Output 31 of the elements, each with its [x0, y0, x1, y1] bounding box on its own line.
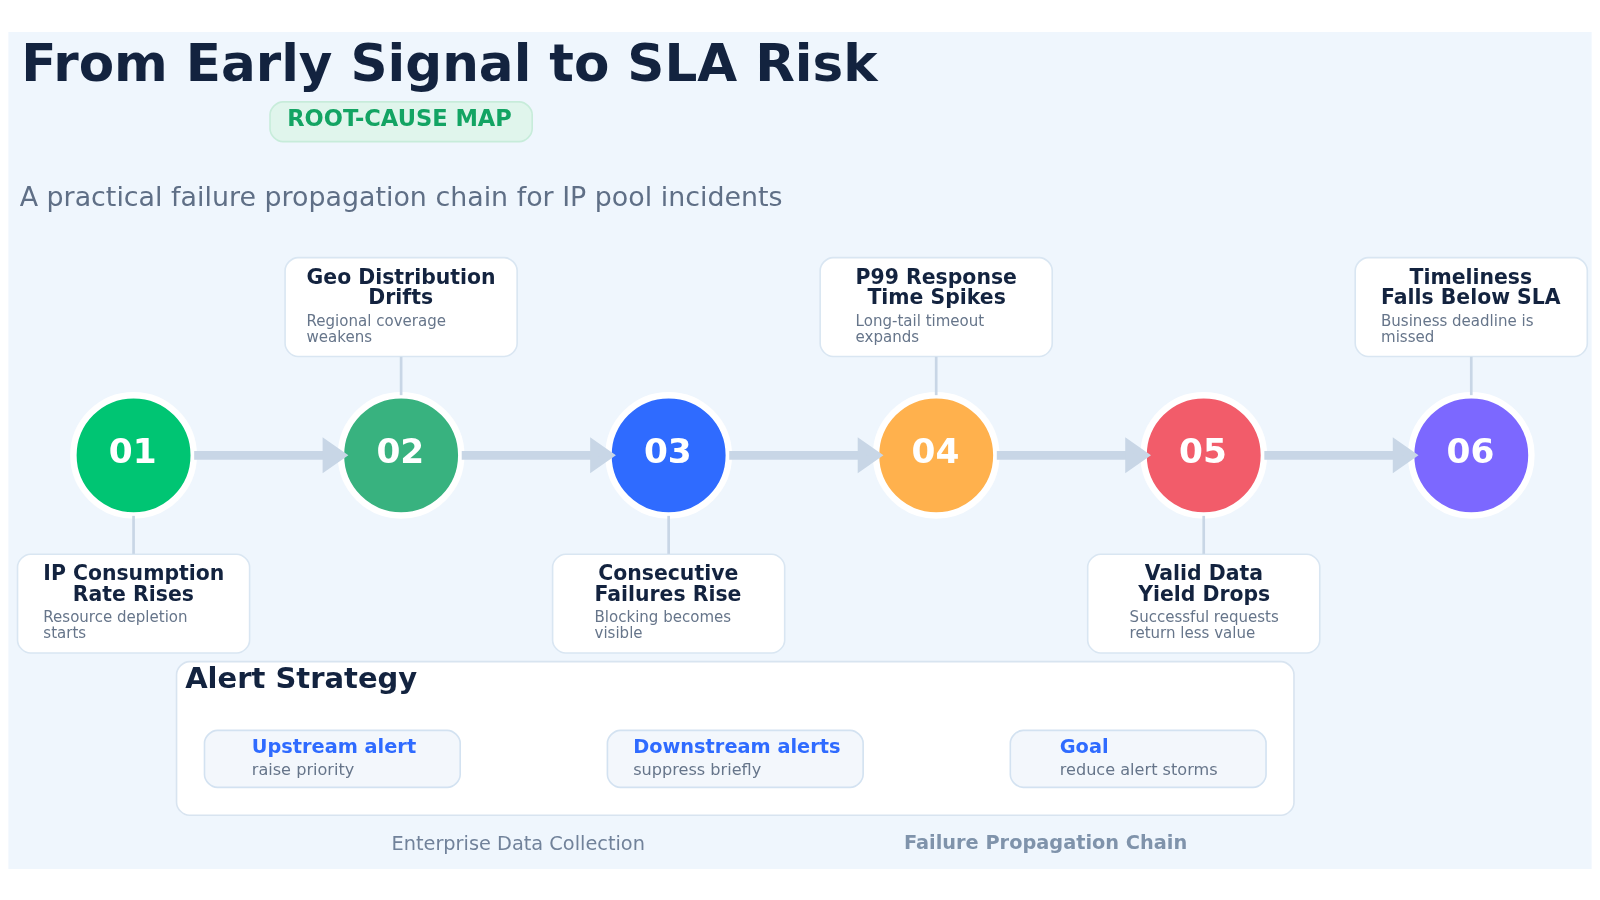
- arrow: [461, 436, 616, 473]
- node-box: Timeliness Falls Below SLA Business deadline is missed: [1354, 256, 1589, 357]
- node-box: Geo Distribution Drifts Regional coverage weakens: [284, 256, 518, 357]
- label: Enterprise Data Collection: [391, 831, 645, 855]
- arrow: [996, 436, 1151, 473]
- connector: [1469, 356, 1473, 395]
- node-box: P99 Response Time Spikes Long-tail timeout expands: [819, 256, 1054, 357]
- node-box: Consecutive Failures Rise Blocking becomes visible: [551, 552, 786, 654]
- connector: [934, 356, 938, 395]
- arrow: [1264, 436, 1419, 473]
- connector: [399, 356, 403, 395]
- node-circle: 01: [70, 391, 197, 519]
- node-box: Downstream alerts suppress briefly: [606, 729, 864, 788]
- node-circle: 02: [337, 391, 465, 519]
- connector: [132, 515, 135, 554]
- node-circle: 06: [1407, 391, 1535, 519]
- node-box: IP Consumption Rate Rises Resource depletion starts: [16, 552, 251, 654]
- diagram-title: From Early Signal to SLA Risk: [21, 32, 878, 93]
- arrow: [729, 436, 884, 473]
- label: Failure Propagation Chain: [903, 830, 1188, 854]
- node-circle: 05: [1140, 391, 1268, 519]
- node-box: Valid Data Yield Drops Successful requests return less value: [1086, 552, 1321, 654]
- node-circle: 04: [872, 391, 1000, 519]
- label: A practical failure propagation chain for IP pool incidents: [19, 180, 783, 212]
- node-circle: 03: [605, 391, 733, 519]
- arrow: [194, 436, 349, 473]
- node-box: Goal reduce alert storms: [1009, 729, 1267, 788]
- node-box: Upstream alert raise priority: [203, 729, 461, 788]
- node-box: ROOT-CAUSE MAP: [269, 100, 533, 142]
- connector: [1202, 515, 1206, 554]
- connector: [667, 515, 670, 554]
